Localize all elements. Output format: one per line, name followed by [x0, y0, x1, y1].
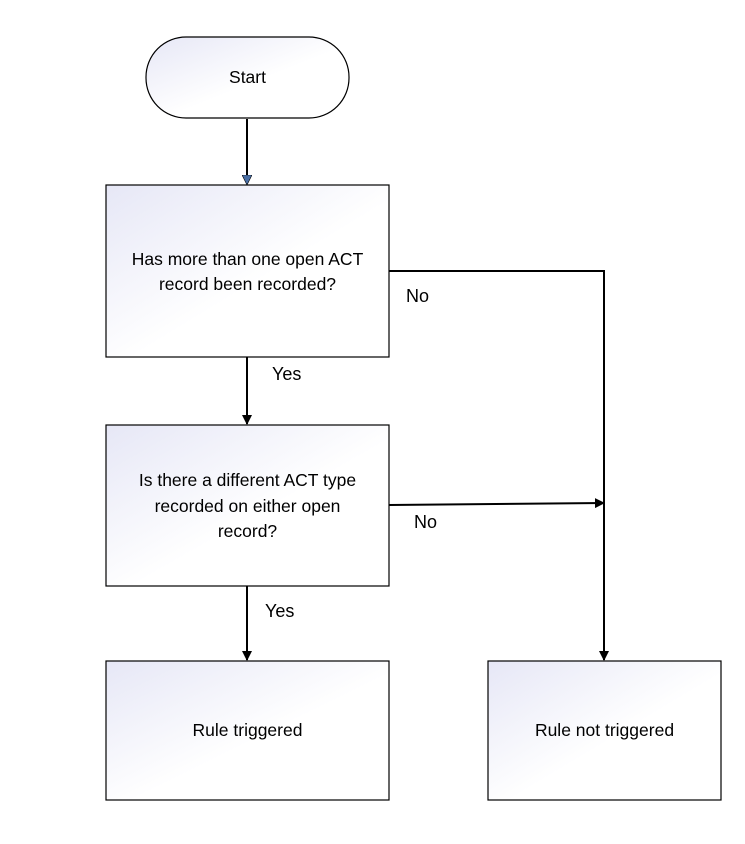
decision-2-line-2: recorded on either open — [155, 496, 341, 516]
start-shape — [145, 36, 350, 119]
decision-2-node: Is there a different ACT type recorded o… — [105, 424, 390, 587]
decision-1-node: Has more than one open ACT record been r… — [105, 184, 390, 358]
outcome-not-triggered-node: Rule not triggered — [487, 660, 722, 801]
outcome-triggered-label: Rule triggered — [193, 720, 303, 740]
decision-2-line-3: record? — [218, 521, 278, 541]
decision-2-yes-label: Yes — [265, 601, 294, 621]
outcome-not-triggered-box — [487, 660, 722, 801]
decision-1-no-label: No — [406, 286, 429, 306]
decision-1-yes-label: Yes — [272, 364, 301, 384]
decision-1-line-1: Has more than one open ACT — [132, 249, 364, 269]
decision-2-line-1: Is there a different ACT type — [139, 470, 356, 490]
decision-2-box — [105, 424, 390, 587]
decision-1-line-2: record been recorded? — [159, 274, 336, 294]
outcome-not-triggered-label: Rule not triggered — [535, 720, 674, 740]
edge-decision-2-no — [388, 498, 605, 509]
decision-1-box — [105, 184, 390, 358]
start-label: Start — [229, 67, 266, 87]
decision-2-no-label: No — [414, 512, 437, 532]
start-node: Start — [145, 36, 350, 119]
outcome-triggered-node: Rule triggered — [105, 660, 390, 801]
edge-decision-1-no — [389, 270, 609, 661]
outcome-triggered-box — [105, 660, 390, 801]
